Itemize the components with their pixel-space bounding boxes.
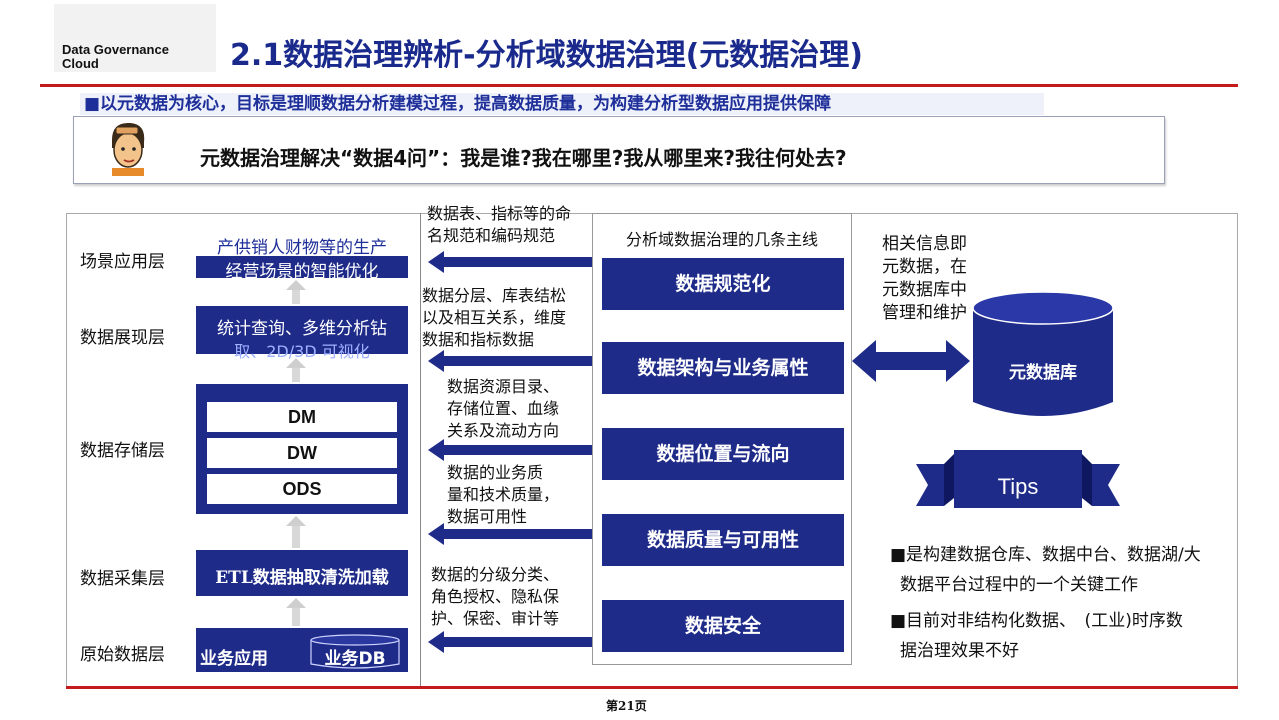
thinking-person-icon [112,122,145,176]
note-security: 数据的分级分类、 角色授权、隐私保 护、保密、审计等 [431,565,560,628]
logo-line1: Data Governance [62,42,169,57]
header-rule [40,84,1238,87]
logo-line2: Cloud [62,56,99,71]
etl-block-label: ETL数据抽取清洗加载 [215,568,389,588]
arrow-left-5-head [428,631,444,653]
metadata-note: 相关信息即 元数据，在 元数据库中 管理和维护 [882,234,967,323]
arrow-left-4-bar [444,529,592,539]
display-block [196,306,408,354]
arrow-left-3-bar [444,445,592,455]
double-arrow-icon [852,340,970,382]
up-arrow-2 [286,358,306,368]
display-block-line2: 取、2D/3D 可视化 [234,342,370,361]
mainline-location-flow: 数据位置与流向 [602,428,844,480]
bullet-2: ■目前对非结构化数据、 (工业)时序数 据治理效果不好 [890,611,1183,661]
ods-box: ODS [207,474,397,504]
page-title: 2.1数据治理辨析-分析域数据治理(元数据治理) [230,38,864,73]
arrow-left-2-head [428,350,444,372]
dm-box: DM [207,402,397,432]
arrow-left-2-bar [444,356,592,366]
note-naming: 数据表、指标等的命 名规范和编码规范 [427,204,572,245]
up-arrow-3 [286,516,306,526]
up-arrow-3-shaft [292,526,300,548]
diagram-divider [420,213,421,687]
dw-box: DW [207,438,397,468]
arrow-left-5-bar [444,637,592,647]
display-block-line1: 统计查询、多维分析钻 [217,319,387,339]
bullet-1: ■是构建数据仓库、数据中台、数据湖/大 数据平台过程中的一个关键工作 [890,545,1201,595]
layer-label-display: 数据展现层 [80,328,165,348]
scene-block-line1: 产供销人财物等的生产 [217,238,387,258]
etl-block [196,550,408,596]
database-cylinder-icon [310,634,400,669]
mainline-standardization: 数据规范化 [602,258,844,310]
mainline-architecture: 数据架构与业务属性 [602,342,844,394]
question-box [73,116,1165,184]
layer-label-storage: 数据存储层 [80,441,165,461]
biz-app-label: 业务应用 [200,649,268,669]
arrow-left-3-head [428,439,444,461]
note-quality: 数据的业务质 量和技术质量， 数据可用性 [447,463,560,526]
tips-ribbon-icon [916,450,1120,508]
arrow-left-1-head [428,251,444,273]
logo-box [54,4,216,72]
note-location: 数据资源目录、 存储位置、血缘 关系及流动方向 [447,377,560,440]
mainlines-heading: 分析域数据治理的几条主线 [625,230,818,249]
footer-rule [66,686,1238,689]
up-arrow-1 [286,280,306,290]
metadata-db-cylinder-icon [972,291,1114,416]
biz-db-label: 业务DB [324,649,386,669]
arrow-left-4-head [428,523,444,545]
metadata-db-label: 元数据库 [1009,363,1077,383]
tips-label: Tips [997,474,1039,499]
up-arrow-4-shaft [292,608,300,626]
subtitle-banner: ■以元数据为核心，目标是理顺数据分析建模过程，提高数据质量，为构建分析型数据应用… [80,93,1044,115]
up-arrow-1-shaft [292,290,300,304]
question-text: 元数据治理解决“数据4问”：我是谁?我在哪里?我从哪里来?我往何处去? [200,146,847,170]
mainline-security: 数据安全 [602,600,844,652]
note-architecture: 数据分层、库表结松 以及相互关系，维度 数据和指标数据 [422,286,567,349]
arrow-left-1-bar [444,257,592,267]
logo-text: Data Governance Cloud [62,43,169,71]
layer-label-scene: 场景应用层 [80,252,165,272]
scene-block-line2: 经营场景的智能优化 [225,262,379,282]
mainline-quality: 数据质量与可用性 [602,514,844,566]
page-number: 第21页 [606,699,647,713]
up-arrow-2-shaft [292,368,300,382]
layer-label-collect: 数据采集层 [80,569,165,589]
layer-label-raw: 原始数据层 [80,645,165,665]
up-arrow-4 [286,598,306,608]
scene-block [196,256,408,278]
